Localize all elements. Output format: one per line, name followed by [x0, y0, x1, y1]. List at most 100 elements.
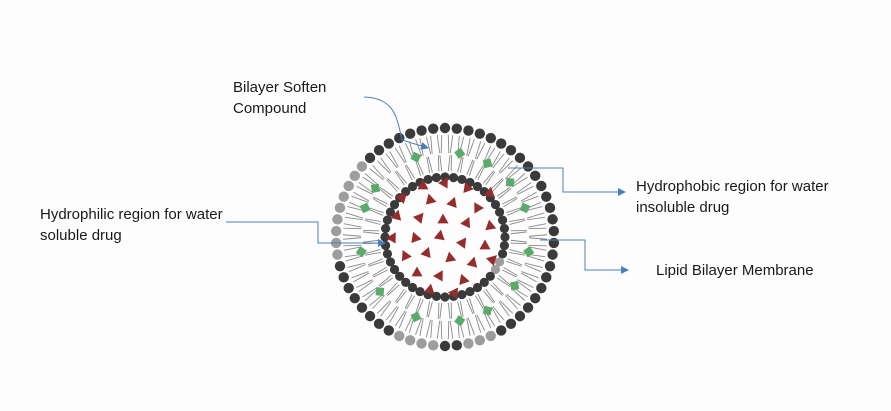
lipid-tail — [348, 263, 366, 267]
hydrophilic-drug-triangle — [423, 192, 436, 204]
phospholipid-head-light — [463, 338, 473, 348]
lipid-tail — [448, 303, 450, 319]
phospholipid-head-light — [350, 171, 360, 181]
phospholipid-head-light — [357, 161, 367, 171]
bilayer-softener-square — [520, 203, 531, 214]
lipid-tail — [511, 240, 527, 242]
hydrophobic-label-line2: insoluble drug — [636, 197, 829, 218]
lipid-tail — [363, 232, 379, 234]
phospholipid-head-dark — [500, 224, 509, 233]
lipid-tail — [344, 224, 362, 227]
hydrophilic-pointer-line — [226, 222, 385, 243]
hydrophobic-region-label: Hydrophobic region for water insoluble d… — [636, 176, 829, 218]
phospholipid-head-light — [339, 191, 349, 201]
phospholipid-head-dark — [498, 249, 507, 258]
lipid-tail — [528, 224, 546, 227]
phospholipid-head-dark — [475, 129, 485, 139]
phospholipid-head-dark — [486, 133, 496, 143]
phospholipid-head-dark — [350, 293, 360, 303]
bilayer-soften-label-line1: Bilayer Soften — [233, 77, 326, 98]
phospholipid-head-dark — [498, 215, 507, 224]
phospholipid-head-dark — [523, 302, 533, 312]
phospholipid-head-dark — [381, 241, 390, 250]
lipid-tail — [525, 263, 543, 267]
lipid-tail — [426, 320, 430, 337]
hydrophilic-drug-triangle — [444, 251, 457, 263]
phospholipid-head-light — [335, 203, 345, 213]
phospholipid-head-light — [475, 335, 485, 345]
phospholipid-head-dark — [545, 261, 555, 271]
bilayer-softener-square — [454, 315, 465, 326]
phospholipid-head-dark — [496, 325, 506, 335]
lipid-tail — [349, 265, 366, 272]
phospholipid-head-dark — [465, 287, 474, 296]
lipid-tail — [363, 240, 379, 242]
phospholipid-head-dark — [357, 302, 367, 312]
bilayer-softener-square — [360, 203, 371, 214]
phospholipid-head-dark — [384, 138, 394, 148]
phospholipid-head-dark — [536, 181, 546, 191]
hydrophilic-region-label: Hydrophilic region for water soluble dru… — [40, 204, 223, 246]
hydrophilic-drug-triangle — [456, 272, 470, 285]
phospholipid-head-dark — [339, 272, 349, 282]
phospholipid-head-dark — [500, 241, 509, 250]
lipid-tail — [529, 238, 547, 240]
lipid-tail — [511, 288, 524, 300]
lipid-tail — [362, 287, 377, 297]
phospholipid-head-dark — [343, 283, 353, 293]
lipid-tail — [524, 265, 541, 272]
phospholipid-head-dark — [515, 153, 525, 163]
lipid-tail — [365, 174, 378, 186]
phospholipid-head-dark — [381, 224, 390, 233]
bilayer-softener-square — [506, 178, 515, 187]
phospholipid-head-dark — [394, 133, 404, 143]
lipid-tail — [431, 320, 432, 338]
phospholipid-head-dark — [496, 138, 506, 148]
phospholipid-head-dark — [384, 325, 394, 335]
phospholipid-head-dark — [374, 319, 384, 329]
lipid-tail — [440, 155, 442, 171]
lipid-tail — [441, 321, 442, 339]
hydrophilic-drug-triangle — [484, 219, 497, 231]
lipid-bilayer-membrane-label: Lipid Bilayer Membrane — [656, 260, 814, 281]
lipid-tail — [440, 303, 442, 319]
phospholipid-head-dark — [463, 125, 473, 135]
phospholipid-head-dark — [405, 129, 415, 139]
hydrophilic-drug-triangle — [467, 255, 480, 267]
lipid-tail — [437, 135, 439, 153]
phospholipid-head-light — [332, 214, 342, 224]
lipid-tail — [448, 321, 449, 339]
lipid-tail — [492, 307, 501, 323]
bilayer-softener-square — [371, 184, 380, 193]
phospholipid-head-light — [343, 181, 353, 191]
phospholipid-head-light — [486, 331, 496, 341]
hydrophilic-drug-triangle — [420, 245, 434, 258]
phospholipid-head-dark — [545, 203, 555, 213]
lipid-tail — [343, 235, 361, 237]
phospholipid-head-dark — [383, 249, 392, 258]
lipid-tail — [493, 306, 504, 320]
phospholipid-head-dark — [416, 125, 426, 135]
phospholipid-head-dark — [541, 191, 551, 201]
lipid-tail — [390, 151, 399, 167]
bilayer-softener-square — [376, 287, 385, 296]
lipid-tail — [511, 232, 527, 234]
phospholipid-head-dark — [500, 232, 509, 241]
hydrophilic-drug-triangle — [412, 267, 423, 277]
lipid-tail — [343, 238, 361, 240]
phospholipid-head-light — [405, 335, 415, 345]
hydrophilic-drug-triangle — [456, 234, 471, 248]
hydrophilic-drug-triangle — [446, 195, 460, 208]
phospholipid-head-dark — [386, 257, 395, 266]
hydrophilic-drug-triangle — [398, 248, 412, 262]
lipid-tail — [437, 321, 439, 339]
phospholipid-head-dark — [452, 340, 462, 350]
lipid-tail — [492, 151, 501, 167]
hydrophilic-drug-triangle — [413, 209, 428, 224]
phospholipid-head-dark — [440, 123, 450, 133]
lipid-tail — [493, 154, 504, 168]
phospholipid-head-light — [332, 249, 342, 259]
phospholipid-head-dark — [440, 292, 449, 301]
phospholipid-head-dark — [536, 283, 546, 293]
